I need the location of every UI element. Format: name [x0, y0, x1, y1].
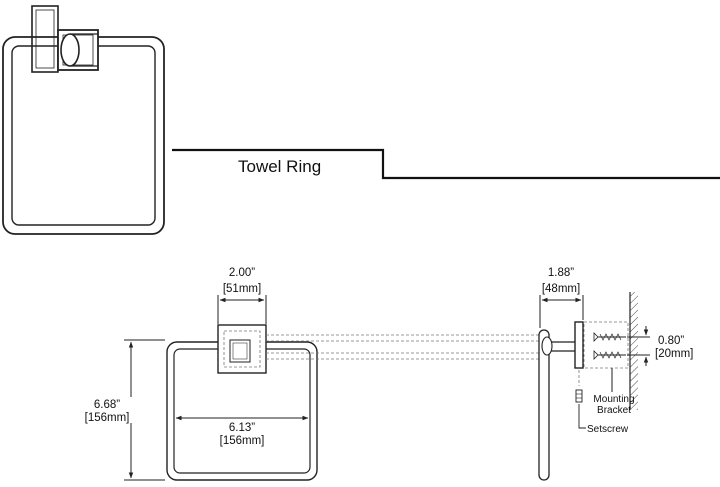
height-in: 6.68”	[94, 399, 120, 411]
setscrew-label: Setscrew	[587, 424, 629, 435]
screw-spacing-mm: [20mm]	[655, 348, 693, 360]
front-view: 2.00” [51mm] 6.68” [156mm] 6.13” [156mm]	[80, 267, 548, 481]
ring-width-mm: [156mm]	[220, 435, 265, 447]
mounting-bracket	[583, 321, 629, 369]
wall-hatch	[630, 292, 638, 410]
screw-spacing-in: 0.80”	[658, 335, 684, 347]
bracket-width-in: 2.00”	[229, 267, 255, 279]
ring-inner	[11, 45, 156, 226]
projection-in: 1.88”	[548, 267, 574, 279]
mounting-label-1: Mounting	[593, 394, 634, 405]
setscrew	[575, 389, 583, 403]
side-plate	[574, 321, 584, 369]
screw-lower	[593, 350, 626, 360]
screw-upper	[593, 332, 626, 342]
side-ring	[538, 329, 550, 481]
projection-mm: [48mm]	[542, 283, 580, 295]
wall-plate-inner	[35, 9, 55, 69]
title-rule	[172, 148, 720, 180]
height-mm: [156mm]	[85, 412, 130, 424]
ring-width-in: 6.13”	[229, 422, 255, 434]
bracket-width-mm: [51mm]	[223, 283, 261, 295]
ring-hub	[60, 33, 80, 67]
mounting-label-2: Bracket	[597, 405, 631, 416]
drawing-title: Towel Ring	[238, 157, 321, 176]
product-illustration	[2, 5, 165, 235]
side-view: 1.88” [48mm] 0.80” [20mm] Mounting Brack…	[538, 267, 693, 481]
